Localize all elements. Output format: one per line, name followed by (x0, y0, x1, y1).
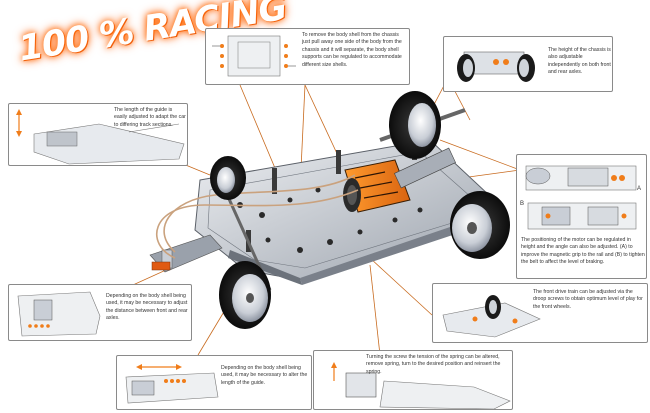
callout-guide-alter: Depending on the body shell being used, … (116, 355, 312, 410)
motor-position-diagram-b (527, 202, 637, 230)
callout-axle-distance: Depending on the body shell being used, … (8, 284, 192, 341)
label-a: A (637, 186, 642, 192)
wheel (210, 156, 246, 200)
callout-text: To remove the body shell from the chassi… (302, 32, 402, 68)
callout-front-drive: The front drive train can be adjusted vi… (432, 283, 648, 343)
leader-line (304, 84, 341, 161)
callout-motor-position: A B The positioning of the motor can be … (516, 154, 647, 279)
leader-line (369, 257, 433, 316)
callout-guide-length: The length of the guide is easily adjust… (8, 103, 188, 166)
guide-alter-diagram (125, 364, 219, 404)
callout-text: Depending on the body shell being used, … (221, 365, 308, 386)
callout-text: Depending on the body shell being used, … (106, 293, 188, 322)
body-shell-diagram (212, 35, 296, 77)
spring-tension-diagram (331, 362, 511, 409)
motor (343, 159, 411, 213)
callout-text: The positioning of the motor can be regu… (521, 237, 645, 266)
leader-line (369, 264, 381, 356)
wheel (389, 91, 441, 159)
wheel (219, 261, 271, 329)
guide-length-diagram (16, 109, 185, 165)
callout-spring-tension: Turning the screw the tension of the spr… (313, 350, 513, 410)
callout-text: The front drive train can be adjusted vi… (533, 289, 643, 310)
callout-text: Turning the screw the tension of the spr… (366, 354, 501, 375)
wheel (450, 191, 510, 259)
axle-distance-diagram (17, 291, 101, 337)
label-b: B (520, 201, 525, 207)
leader-line (439, 139, 521, 171)
callout-body-shell: To remove the body shell from the chassi… (205, 28, 410, 85)
callout-text: The height of the chassis is also adjust… (548, 47, 611, 76)
leader-line (239, 84, 281, 181)
chassis-height-diagram (457, 51, 535, 82)
motor-position-diagram-a (525, 165, 637, 191)
front-drive-diagram (442, 295, 541, 338)
callout-text: The length of the guide is easily adjust… (114, 107, 186, 128)
chassis-body (149, 108, 506, 291)
callout-chassis-height: The height of the chassis is also adjust… (443, 36, 613, 92)
